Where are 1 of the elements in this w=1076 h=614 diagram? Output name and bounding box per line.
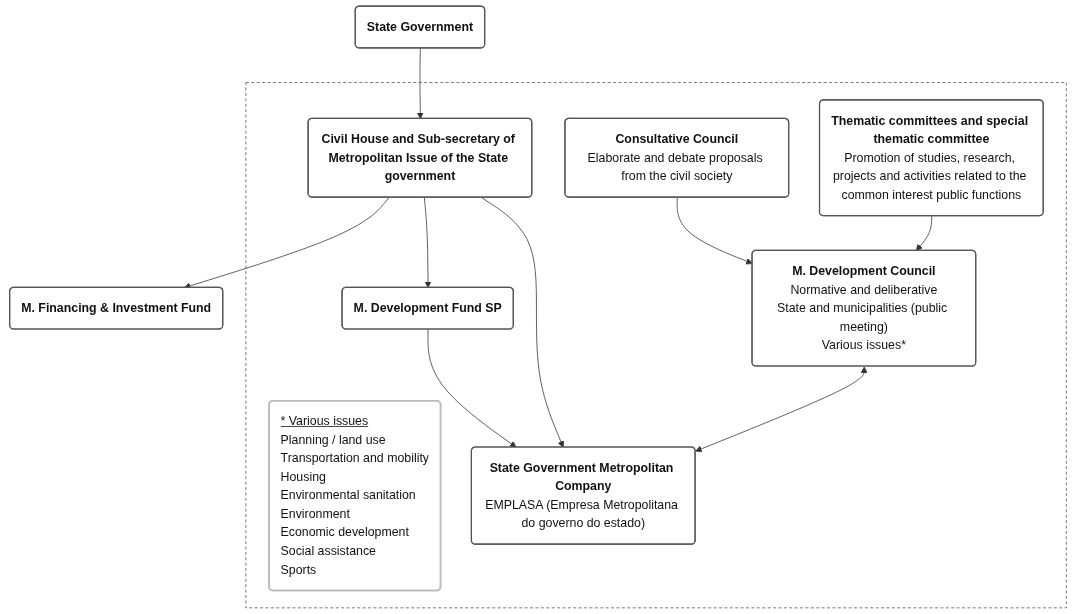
cluster xyxy=(245,82,1067,609)
